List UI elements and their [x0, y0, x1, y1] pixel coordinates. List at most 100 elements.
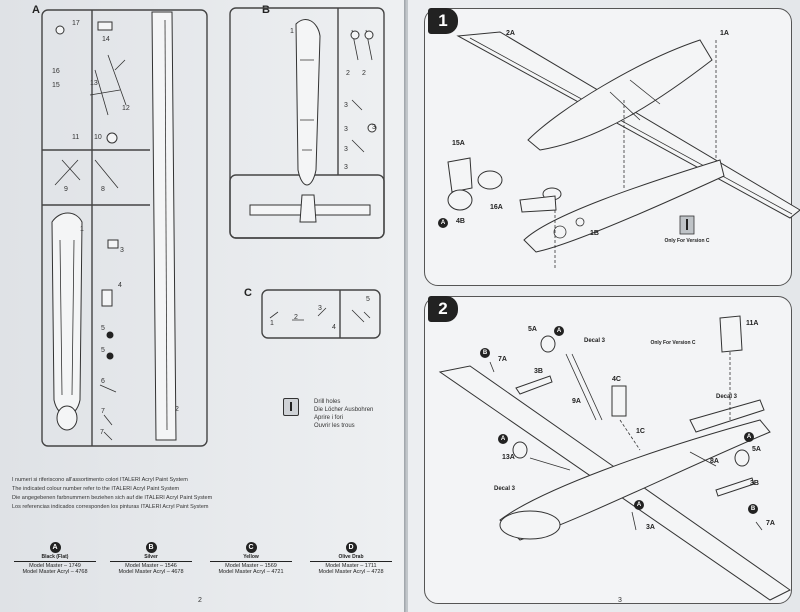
paint-c-line1: Model Master – 1569 [225, 563, 277, 569]
part-15-label: 15 [52, 82, 60, 89]
part-6-label: 6 [101, 378, 105, 385]
c-part-2-label: 2 [294, 314, 298, 321]
paint-c-name: Yellow [210, 554, 292, 562]
step2-callout-11a: 11A [746, 320, 759, 327]
step-2-number: 2 [428, 296, 458, 322]
paint-a-line2: Model Master Acryl – 4768 [22, 569, 88, 575]
paint-b: B Silver Model Master – 1546 Model Maste… [110, 542, 192, 575]
sprue-a-label: A [32, 4, 40, 16]
part-11-label: 11 [72, 134, 80, 141]
step2-callout-decal-3b: Decal 3 [716, 394, 738, 400]
note-line-es: Los referencias indicados corresponden l… [12, 504, 209, 510]
step2-callout-13a: 13A [502, 454, 515, 461]
b-part-3e-label: 3 [372, 124, 376, 131]
step2-callout-5a: 5A [528, 326, 537, 333]
part-5a-label: 5 [101, 325, 105, 332]
step2-callout-9a: 9A [572, 398, 581, 405]
c-part-4-label: 4 [332, 324, 336, 331]
step2-callout-3b-right: 3B [750, 480, 759, 487]
paint-a-badge: A [49, 542, 61, 553]
paint-b-line1: Model Master – 1546 [125, 563, 177, 569]
paint-b-line2: Model Master Acryl – 4678 [118, 569, 184, 575]
c-part-1-label: 1 [270, 320, 274, 327]
part-7b-label: 7 [100, 429, 104, 436]
part-9-label: 9 [64, 186, 68, 193]
c-part-5-label: 5 [366, 296, 370, 303]
paint-b-badge: B [145, 542, 157, 553]
step2-paint-circle-a-top: A [554, 326, 564, 336]
c-part-3-label: 3 [318, 305, 322, 312]
b-part-1-label: 1 [290, 28, 294, 35]
step2-callout-1c: 1C [636, 428, 645, 435]
sprue-b-label: B [262, 4, 270, 16]
step2-paint-circle-a-bottom: A [634, 500, 644, 510]
drill-legend: Drill holes Die Löcher Ausbohren Aprire … [314, 398, 373, 430]
b-part-3b-label: 3 [344, 126, 348, 133]
part-1-label: 1 [80, 226, 84, 233]
drill-icon [283, 398, 299, 416]
sprue-c-diagram [261, 289, 381, 339]
drill-line-4: Ouvrir les trous [314, 423, 355, 429]
part-12-label: 12 [122, 105, 130, 112]
paint-d-badge: D [345, 542, 357, 553]
b-part-2a-label: 2 [346, 70, 350, 77]
paint-d-line1: Model Master – 1711 [325, 563, 377, 569]
note-line-it: I numeri si riferiscono all'assortimento… [12, 477, 188, 483]
sprue-a-diagram [41, 9, 208, 447]
note-line-en: The indicated colour number refer to the… [12, 486, 180, 492]
step-1-number: 1 [428, 8, 458, 34]
part-3-label: 3 [120, 247, 124, 254]
paint-c-badge: C [245, 542, 257, 553]
sprue-c-label: C [244, 287, 252, 299]
step1-callout-16a: 16A [490, 204, 503, 211]
part-2-label: 2 [175, 406, 179, 413]
step2-callout-7a-right: 7A [766, 520, 775, 527]
paint-c-line2: Model Master Acryl – 4721 [218, 569, 284, 575]
page-number-right: 3 [618, 597, 622, 604]
paint-d-name: Olive Drab [310, 554, 392, 562]
part-4-label: 4 [118, 282, 122, 289]
step2-paint-circle-b-right: B [748, 504, 758, 514]
paint-c: C Yellow Model Master – 1569 Model Maste… [210, 542, 292, 575]
sprue-b-diagram [229, 7, 385, 239]
step2-callout-decal-3a: Decal 3 [584, 338, 606, 344]
page-number-left: 2 [198, 597, 202, 604]
b-part-2b-label: 2 [362, 70, 366, 77]
part-7a-label: 7 [101, 408, 105, 415]
step2-callout-4c: 4C [612, 376, 621, 383]
paint-a: A Black (Flat) Model Master – 1749 Model… [14, 542, 96, 575]
step1-only-version-c: Only For Version C [664, 238, 710, 244]
part-13-label: 13 [90, 80, 98, 87]
step2-paint-circle-b-left: B [480, 348, 490, 358]
book-spine [404, 0, 410, 612]
part-8-label: 8 [101, 186, 105, 193]
drill-line-3: Aprire i fori [314, 415, 344, 421]
b-part-3d-label: 3 [344, 164, 348, 171]
drill-line-1: Drill holes [314, 399, 341, 405]
paint-d-line2: Model Master Acryl – 4728 [318, 569, 384, 575]
b-part-3c-label: 3 [344, 146, 348, 153]
step2-callout-7a-left: 7A [498, 356, 507, 363]
step2-callout-3b-top: 3B [534, 368, 543, 375]
left-page: A B C 17 14 16 15 13 12 11 10 9 8 1 3 4 … [0, 0, 406, 612]
part-17-label: 17 [72, 20, 80, 27]
step2-paint-circle-a-left: A [498, 434, 508, 444]
step2-paint-circle-a-right: A [744, 432, 754, 442]
step2-callout-8a: 8A [710, 458, 719, 465]
paint-notes: I numeri si riferiscono all'assortimento… [12, 476, 212, 512]
step2-callout-decal-3c: Decal 3 [494, 486, 516, 492]
drill-line-2: Die Löcher Ausbohren [314, 407, 374, 413]
paint-b-name: Silver [110, 554, 192, 562]
step1-callout-2a: 2A [506, 30, 515, 37]
b-part-3a-label: 3 [344, 102, 348, 109]
step-1-diagram [447, 31, 800, 270]
step2-callout-5a-right: 5A [752, 446, 761, 453]
step1-paint-circle-a: A [438, 218, 448, 228]
paint-d: D Olive Drab Model Master – 1711 Model M… [310, 542, 392, 575]
part-5b-label: 5 [101, 347, 105, 354]
part-14-label: 14 [102, 36, 110, 43]
step1-callout-1a: 1A [720, 30, 729, 37]
step-1-panel [424, 8, 792, 286]
step2-only-version-c: Only For Version C [650, 340, 696, 346]
